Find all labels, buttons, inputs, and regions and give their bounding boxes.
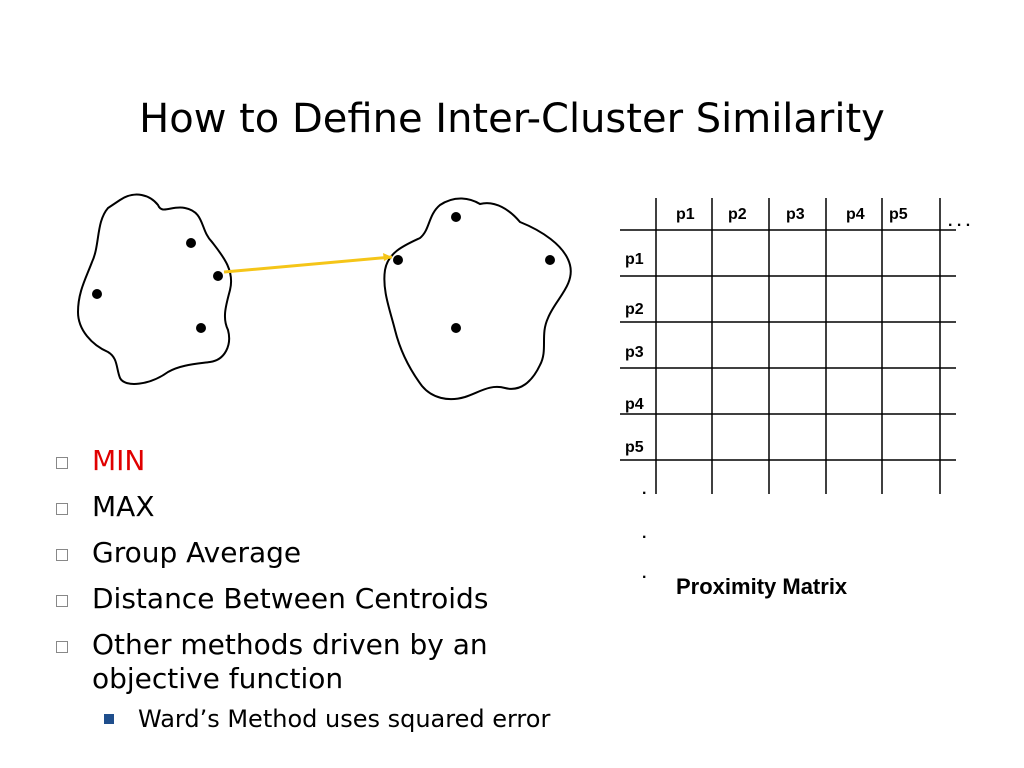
data-point bbox=[393, 255, 403, 265]
matrix-label: Proximity Matrix bbox=[676, 574, 848, 599]
slide-title: How to Define Inter-Cluster Similarity bbox=[139, 96, 885, 142]
min-distance-link bbox=[223, 255, 393, 274]
bullet-list: MIN MAX Group Average Distance Between C… bbox=[56, 444, 656, 734]
matrix-row-header: p3 bbox=[625, 344, 644, 361]
matrix-col-ellipsis: . . . bbox=[948, 213, 970, 230]
bullet-item: MIN bbox=[56, 444, 656, 478]
proximity-matrix bbox=[620, 198, 956, 494]
link-arrowhead bbox=[383, 253, 392, 261]
bullet-item: Group Average bbox=[56, 536, 656, 570]
matrix-row-header: p5 bbox=[625, 439, 644, 456]
bullet-square-icon bbox=[56, 457, 68, 469]
matrix-row-ellipsis: . bbox=[642, 481, 646, 498]
bullet-item: Distance Between Centroids bbox=[56, 582, 656, 616]
bullet-text: Other methods driven by an objective fun… bbox=[92, 628, 488, 695]
sub-bullet-square-icon bbox=[104, 714, 114, 724]
data-point bbox=[451, 323, 461, 333]
matrix-row-ellipsis: . bbox=[642, 565, 646, 582]
matrix-col-header: p2 bbox=[728, 206, 747, 223]
data-point bbox=[196, 323, 206, 333]
bullet-square-icon bbox=[56, 595, 68, 607]
bullet-square-icon bbox=[56, 641, 68, 653]
matrix-row-header: p1 bbox=[625, 251, 644, 268]
right-cluster-outline bbox=[383, 197, 572, 401]
data-point bbox=[92, 289, 102, 299]
matrix-col-header: p1 bbox=[676, 206, 695, 223]
matrix-col-header: p4 bbox=[846, 206, 865, 223]
sub-bullet-text: Ward’s Method uses squared error bbox=[138, 705, 551, 733]
bullet-item: MAX bbox=[56, 490, 656, 524]
data-point bbox=[213, 271, 223, 281]
matrix-col-header: p3 bbox=[786, 206, 805, 223]
matrix-row-header: p2 bbox=[625, 301, 644, 318]
bullet-square-icon bbox=[56, 503, 68, 515]
data-point bbox=[186, 238, 196, 248]
left-cluster-outline bbox=[76, 193, 233, 385]
sub-bullet-item: Ward’s Method uses squared error bbox=[104, 704, 704, 734]
bullet-text: MAX bbox=[92, 490, 155, 523]
matrix-col-header: p5 bbox=[889, 206, 908, 223]
bullet-text: MIN bbox=[92, 444, 146, 477]
bullet-text: Distance Between Centroids bbox=[92, 582, 489, 615]
data-point bbox=[451, 212, 461, 222]
bullet-square-icon bbox=[56, 549, 68, 561]
matrix-row-header: p4 bbox=[625, 396, 644, 413]
bullet-text: Group Average bbox=[92, 536, 302, 569]
data-point bbox=[545, 255, 555, 265]
matrix-row-ellipsis: . bbox=[642, 525, 646, 542]
bullet-item: Other methods driven by an objective fun… bbox=[56, 628, 612, 696]
